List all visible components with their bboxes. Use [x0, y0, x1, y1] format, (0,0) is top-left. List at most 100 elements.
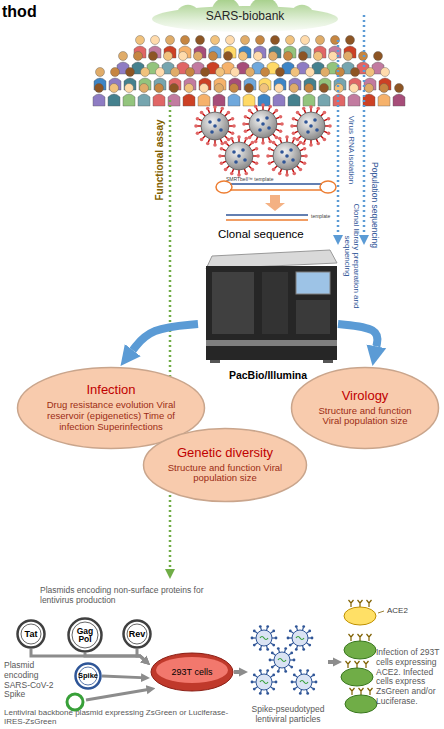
connector-arrow — [328, 660, 333, 664]
part-label: ACE2 — [387, 606, 427, 615]
person-figure — [288, 84, 300, 107]
small-label: SMRTbell™ template — [226, 177, 296, 183]
virus-particle — [266, 135, 308, 177]
dish-medium — [156, 657, 228, 683]
node-content: Spike — [75, 672, 101, 681]
node-body: Structure and function Viral population … — [310, 406, 420, 428]
plasmid-circle: Tat — [16, 619, 46, 649]
person-figure — [258, 84, 270, 107]
particle-group: Spike-pseudotyped lentiviral particles — [248, 625, 328, 725]
node-content: Genetic diversityStructure and function … — [166, 446, 284, 485]
lentiviral-particle — [291, 669, 318, 695]
plasmid-ring — [76, 664, 101, 689]
node-heading: Infection — [41, 383, 181, 398]
person-figure — [318, 84, 330, 107]
step-label: Functional assay — [154, 110, 166, 210]
node-heading: Spike — [75, 672, 101, 681]
connector-arrow — [234, 670, 239, 674]
node-heading: Genetic diversity — [166, 446, 284, 461]
connector-arrow — [102, 676, 141, 678]
step-label: Virus RNA isolation — [346, 102, 355, 198]
lentiviral-particle — [251, 669, 278, 695]
plasmid-circle: Spike — [74, 662, 102, 690]
connector-arrow — [133, 324, 198, 350]
node-content: Spike-pseudotyped lentiviral particles — [248, 705, 328, 725]
functional-assay-line — [169, 100, 172, 574]
person-figure — [93, 84, 105, 107]
sequencer-box: PacBio/Illumina — [198, 248, 338, 382]
node-heading: Rev — [124, 629, 150, 639]
cell-figure — [344, 634, 376, 659]
person-figure — [348, 84, 360, 107]
note-text: Plasmids encoding non-surface proteins f… — [40, 586, 230, 606]
person-figure — [228, 84, 240, 107]
node-content: Gag Pol — [74, 627, 96, 644]
note-text: Lentiviral backbone plasmid expressing Z… — [4, 709, 240, 727]
virus-particle — [194, 105, 236, 147]
step-label: Population sequencing — [369, 150, 379, 260]
cell-group: Infection of 293T cells expressing ACE2.… — [342, 598, 442, 724]
person-figure — [153, 84, 165, 107]
cell-figure — [341, 661, 373, 686]
population-line — [363, 15, 366, 240]
page-title: thod — [2, 3, 37, 21]
person-figure — [303, 84, 315, 107]
person-figure — [168, 84, 180, 107]
node-content: SARS-biobank — [160, 10, 330, 24]
culture-dish: 293T cells — [150, 652, 234, 692]
node-content: Infection of 293T cells expressing ACE2.… — [376, 648, 442, 707]
person-figure — [393, 84, 405, 107]
node-content: Tat — [18, 629, 44, 639]
node-content: Rev — [124, 629, 150, 639]
connector-arrow — [85, 653, 143, 659]
cloud-shape — [152, 0, 338, 32]
person-figure — [378, 84, 390, 107]
node-outline — [198, 248, 338, 382]
small-label: template — [311, 214, 341, 220]
node-heading: Infection of 293T cells expressing ACE2.… — [376, 648, 442, 707]
person-figure — [243, 84, 255, 107]
virus-particle — [218, 135, 260, 177]
connector-arrow — [137, 649, 143, 659]
lentiviral-particle — [269, 647, 296, 673]
node-heading: 293T cells — [157, 667, 227, 677]
node-heading: Virology — [310, 389, 420, 404]
lentiviral-particle — [287, 625, 314, 651]
ellipse-shape — [292, 368, 439, 449]
cell-figure — [344, 600, 376, 625]
isolation-line — [337, 40, 340, 240]
node-heading: Spike-pseudotyped lentiviral particles — [248, 705, 328, 725]
person-figure — [213, 84, 225, 107]
node-content: InfectionDrug resistance evolution Viral… — [41, 383, 181, 433]
plasmid-ring — [18, 621, 45, 648]
node-body: Structure and function Viral population … — [166, 463, 284, 485]
ellipse-shape — [144, 429, 307, 502]
person-figure — [183, 84, 195, 107]
topic-ellipse: Genetic diversityStructure and function … — [142, 427, 308, 503]
connector-arrow — [338, 324, 377, 346]
person-figure — [198, 84, 210, 107]
note-text: Plasmid encoding SARS-CoV-2 Spike — [4, 661, 66, 700]
plasmid-ring — [124, 621, 151, 648]
plasmid-ring — [72, 622, 98, 648]
plasmid-ring — [69, 619, 102, 652]
crowd-illustration — [93, 36, 405, 107]
node-heading: Tat — [18, 629, 44, 639]
sequencer-instrument — [206, 250, 337, 363]
dish-rim — [151, 653, 233, 691]
step-label: Clonal library preparation and sequencin… — [343, 197, 361, 315]
node-body: Drug resistance evolution Viral reservoi… — [41, 400, 181, 433]
biobank-cloud: SARS-biobank — [150, 0, 340, 34]
node-content: VirologyStructure and function Viral pop… — [310, 389, 420, 428]
person-figure — [108, 84, 120, 107]
person-figure — [273, 84, 285, 107]
leader-line — [378, 611, 384, 613]
person-figure — [138, 84, 150, 107]
step-label: Clonal sequence — [218, 228, 328, 241]
cell-figure — [345, 688, 377, 713]
plasmid-arrow — [86, 689, 151, 700]
